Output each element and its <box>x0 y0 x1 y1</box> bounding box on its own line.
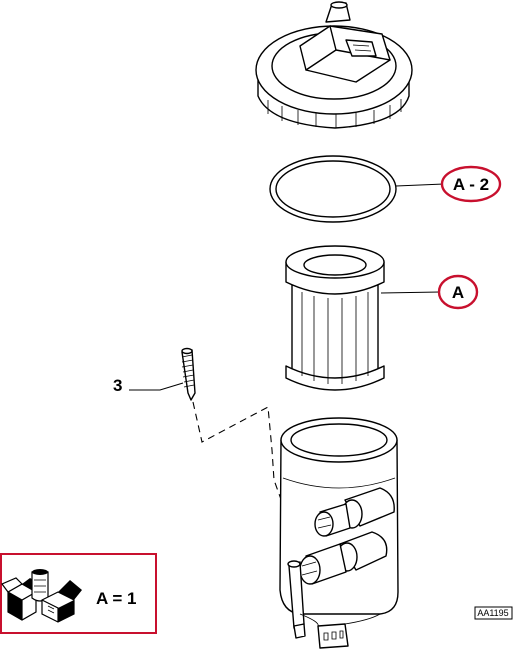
filter-callout-label: A <box>452 283 464 302</box>
parts-box-icon <box>1 577 44 621</box>
filter-canister-icon <box>31 569 49 602</box>
part-3-label: 3 <box>113 376 122 395</box>
o-ring-gasket <box>269 155 397 223</box>
gasket-leader-line <box>395 183 445 187</box>
filter-leader-line <box>380 291 441 294</box>
filter-callout-ring <box>437 274 479 310</box>
assembly-path-dashed <box>192 401 300 561</box>
filter-cover <box>255 1 413 129</box>
filter-cartridge <box>285 245 385 391</box>
reference-code: AA1195 <box>477 608 508 618</box>
quantity-legend-box: A = 1 <box>0 553 157 634</box>
part-3-leader-line <box>129 382 184 391</box>
threaded-stud <box>181 347 196 401</box>
legend-quantity-text: A = 1 <box>96 589 136 608</box>
filter-housing <box>279 417 399 649</box>
gasket-callout-label: A - 2 <box>453 175 489 194</box>
gasket-callout-ring <box>440 165 502 203</box>
reference-code-box <box>474 606 513 620</box>
parts-box-icon-2 <box>41 580 82 623</box>
